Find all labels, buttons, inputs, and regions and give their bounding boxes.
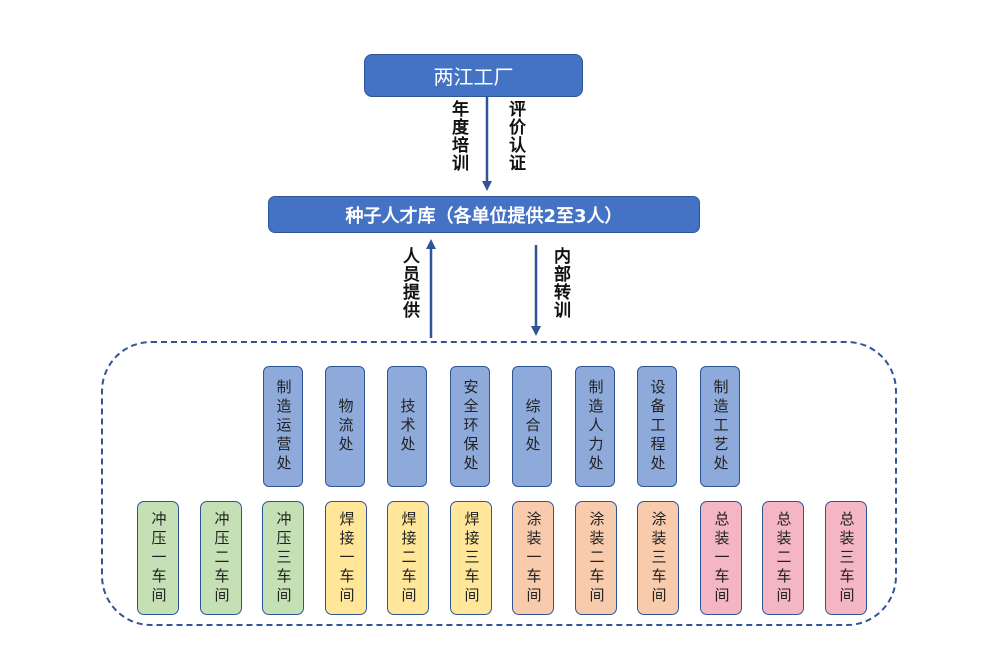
factory-node: 两江工厂 [364,54,583,97]
workshop-stamping-2: 冲压二车间 [200,501,242,615]
dept-technology: 技术处 [387,366,427,487]
workshop-welding-2: 焊接二车间 [387,501,429,615]
workshop-label: 涂装三车间 [649,510,668,606]
workshop-label: 焊接三车间 [462,510,481,606]
workshop-assembly-3: 总装三车间 [825,501,867,615]
label-staff-provision: 人员提供 [399,247,419,319]
workshop-label: 冲压一车间 [149,510,168,606]
dept-label: 设备工程处 [648,379,667,474]
dept-manufacturing-process: 制造工艺处 [700,366,740,487]
dept-label: 制造运营处 [274,379,293,474]
workshop-assembly-1: 总装一车间 [700,501,742,615]
workshop-stamping-3: 冲压三车间 [262,501,304,615]
dept-manufacturing-operations: 制造运营处 [263,366,303,487]
workshop-label: 涂装二车间 [587,510,606,606]
workshop-label: 冲压二车间 [212,510,231,606]
dept-manufacturing-hr: 制造人力处 [575,366,615,487]
dept-safety-environment: 安全环保处 [450,366,490,487]
units-container [101,341,897,626]
dept-label: 安全环保处 [461,379,480,474]
workshop-label: 总装一车间 [712,510,731,606]
dept-label: 制造人力处 [586,379,605,474]
workshop-painting-1: 涂装一车间 [512,501,554,615]
workshop-welding-1: 焊接一车间 [325,501,367,615]
dept-label: 技术处 [398,398,417,455]
workshop-label: 总装二车间 [774,510,793,606]
dept-logistics: 物流处 [325,366,365,487]
factory-title: 两江工厂 [433,65,514,89]
dept-label: 综合处 [523,398,542,455]
workshop-painting-3: 涂装三车间 [637,501,679,615]
dept-general-affairs: 综合处 [512,366,552,487]
label-internal-training: 内部转训 [550,247,570,319]
workshop-label: 冲压三车间 [274,510,293,606]
workshop-label: 焊接一车间 [337,510,356,606]
dept-label: 制造工艺处 [711,379,730,474]
workshop-welding-3: 焊接三车间 [450,501,492,615]
talent-pool-node: 种子人才库（各单位提供2至3人） [268,196,700,233]
workshop-stamping-1: 冲压一车间 [137,501,179,615]
dept-label: 物流处 [336,398,355,455]
workshop-label: 焊接二车间 [399,510,418,606]
label-evaluation-certification: 评价认证 [505,100,525,172]
talent-pool-title: 种子人才库（各单位提供2至3人） [345,205,623,227]
workshop-label: 涂装一车间 [524,510,543,606]
dept-equipment-engineering: 设备工程处 [637,366,677,487]
workshop-label: 总装三车间 [837,510,856,606]
workshop-assembly-2: 总装二车间 [762,501,804,615]
label-annual-training: 年度培训 [448,100,468,172]
workshop-painting-2: 涂装二车间 [575,501,617,615]
